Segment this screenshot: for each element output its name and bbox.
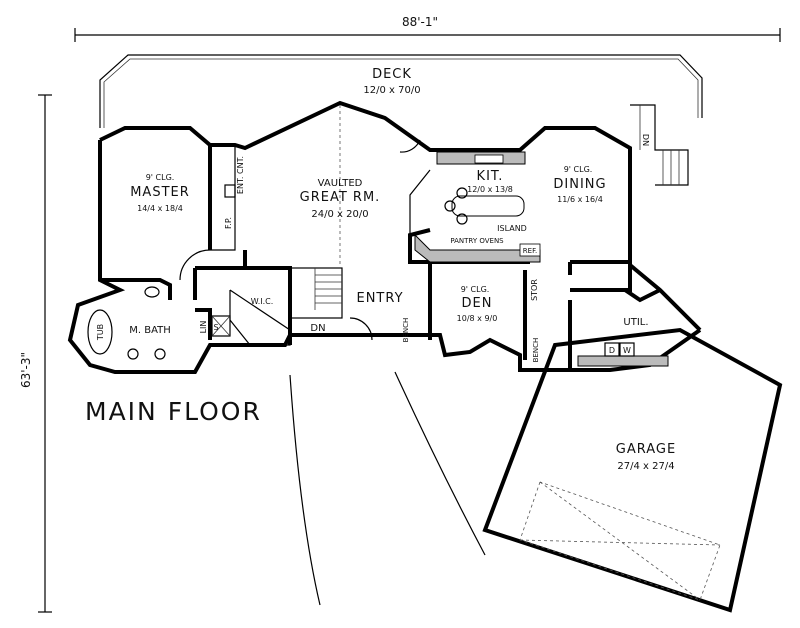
depth-dimension: 63'-3" bbox=[19, 94, 52, 613]
storage-label: STOR bbox=[530, 279, 539, 301]
great-room: VAULTED GREAT RM. 24/0 x 20/0 bbox=[300, 178, 381, 220]
den-ceiling: 9' CLG. bbox=[461, 285, 490, 294]
entry-bench-label: BENCH bbox=[402, 318, 410, 343]
deck-stairs: DN bbox=[630, 104, 689, 186]
entertainment-center-label: ENT. CNT. bbox=[236, 156, 245, 194]
den-label: DEN bbox=[462, 296, 493, 311]
dining-label: DINING bbox=[553, 177, 606, 192]
linen-label: LIN bbox=[199, 321, 208, 334]
master-bedroom: 9' CLG. MASTER 14/4 x 18/4 F.P. ENT. CNT… bbox=[130, 156, 245, 229]
garage-label: GARAGE bbox=[616, 442, 676, 457]
den: 9' CLG. DEN 10/8 x 9/0 bbox=[457, 285, 498, 323]
deck-size: 12/0 x 70/0 bbox=[363, 85, 420, 96]
fireplace-label: F.P. bbox=[224, 217, 233, 229]
depth-label: 63'-3" bbox=[19, 352, 33, 388]
garage-size: 27/4 x 27/4 bbox=[617, 461, 674, 472]
utility-room: STOR BENCH UTIL. D W bbox=[530, 279, 669, 367]
plan-title: MAIN FLOOR bbox=[85, 397, 262, 426]
kitchen-size: 12/0 x 13/8 bbox=[467, 185, 513, 194]
den-size: 10/8 x 9/0 bbox=[457, 314, 498, 323]
walkway bbox=[289, 371, 486, 606]
entry-label: ENTRY bbox=[356, 291, 403, 306]
kitchen: KIT. 12/0 x 13/8 ISLAND PANTRY OVENS REF… bbox=[414, 151, 541, 263]
utility-bench-label: BENCH bbox=[532, 338, 540, 363]
shower-label: S bbox=[213, 323, 218, 332]
garage: GARAGE 27/4 x 27/4 bbox=[482, 327, 783, 613]
deck-label: DECK bbox=[372, 67, 412, 82]
walk-in-closet-label: W.I.C. bbox=[251, 297, 274, 306]
interior-stairs: DN bbox=[289, 267, 343, 334]
master-bath-label: M. BATH bbox=[129, 325, 171, 336]
great-room-prefix: VAULTED bbox=[318, 178, 363, 189]
great-room-label: GREAT RM. bbox=[300, 190, 381, 205]
stairs-down-label: DN bbox=[310, 323, 325, 334]
dryer-label: D bbox=[609, 346, 615, 355]
great-room-size: 24/0 x 20/0 bbox=[311, 209, 368, 220]
deck: DECK 12/0 x 70/0 bbox=[99, 54, 703, 128]
washer-label: W bbox=[623, 346, 631, 355]
refrigerator-label: REF. bbox=[523, 247, 537, 255]
kitchen-label: KIT. bbox=[477, 169, 504, 184]
island-label: ISLAND bbox=[497, 224, 527, 233]
deck-stairs-label: DN bbox=[641, 134, 650, 146]
width-label: 88'-1" bbox=[402, 15, 438, 29]
exterior-walls bbox=[67, 100, 702, 374]
dining-size: 11/6 x 16/4 bbox=[557, 195, 603, 204]
master-label: MASTER bbox=[130, 185, 190, 200]
pantry-ovens-label: PANTRY OVENS bbox=[450, 237, 504, 245]
master-bath: TUB M. BATH LIN S bbox=[87, 286, 231, 360]
master-size: 14/4 x 18/4 bbox=[137, 204, 183, 213]
entry: ENTRY BENCH bbox=[356, 291, 410, 342]
dining-room: 9' CLG. DINING 11/6 x 16/4 bbox=[553, 165, 606, 204]
dining-ceiling: 9' CLG. bbox=[564, 165, 593, 174]
width-dimension: 88'-1" bbox=[74, 15, 781, 42]
utility-label: UTIL. bbox=[623, 317, 648, 328]
master-ceiling: 9' CLG. bbox=[146, 173, 175, 182]
interior-walls bbox=[100, 105, 661, 370]
tub-label: TUB bbox=[96, 324, 105, 341]
